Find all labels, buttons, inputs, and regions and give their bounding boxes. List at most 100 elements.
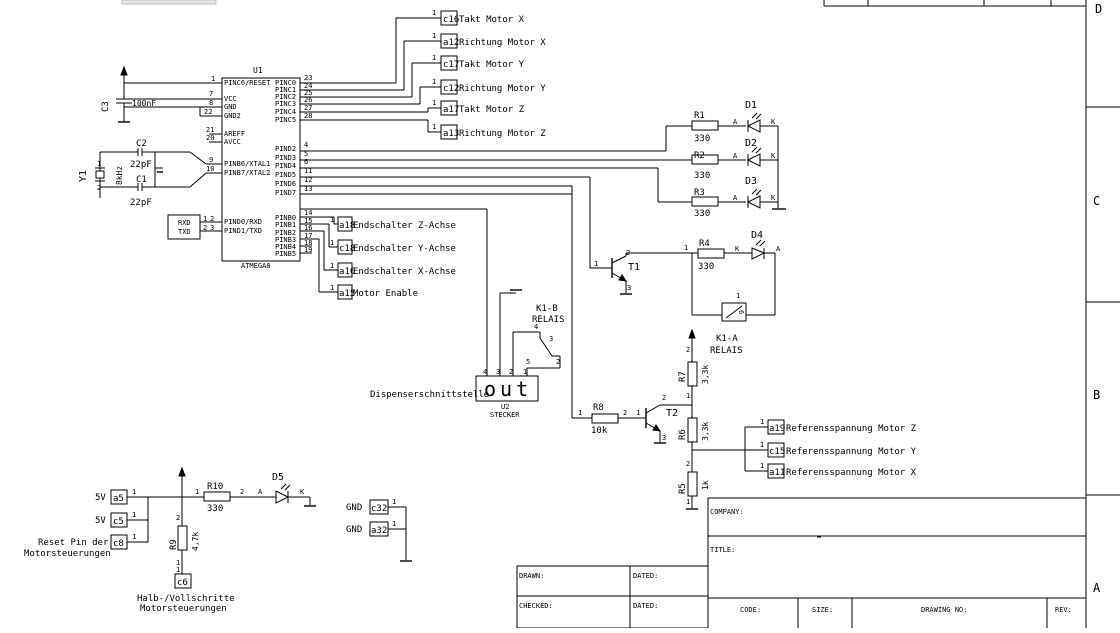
pin-num: 1 [686,392,690,400]
pin-name: PINB6/XTAL1 [224,160,270,168]
connector-label: Referensspannung Motor Z [786,424,917,434]
y1-value: 8kHz [115,166,124,185]
r1-resistor [691,120,719,131]
connector-endschalter-x: a16 Endschalter X-Achse [337,262,456,278]
connector-ref: c16 [443,15,459,25]
mcu-part: ATMEGA8 [241,262,271,270]
pin-num: 3 [210,224,214,232]
pin-num: 1 [760,441,764,449]
zone-a: A [1093,581,1101,595]
pin-num: 1 [760,418,764,426]
vcc-arrow-icon [178,466,186,477]
t1-ref: T1 [628,262,640,273]
pin-name: PINB1 [275,221,296,229]
connector-ref: c32 [371,504,387,514]
pin-num: 12 [304,176,312,184]
u2-type: STECKER [490,411,520,419]
dated-label: DATED: [633,602,658,610]
pin-num: 11 [304,167,312,175]
d3-ref: D3 [745,176,757,187]
zone-c: C [1093,194,1100,208]
size-label: SIZE: [812,606,833,614]
pin-name: PIND6 [275,180,296,188]
connector-ref: a16 [339,267,355,277]
r6-value: 3,3k [701,422,710,441]
connector-richtung-x: a12 Richtung Motor X [440,33,546,49]
pin-label: A [776,245,781,253]
pin-num: 3 [496,368,500,376]
pin-num: 27 [304,104,312,112]
pin-num: 26 [304,96,312,104]
pin-label: A [733,194,738,202]
r2-value: 330 [694,171,710,181]
connector-label: Takt Motor Z [459,105,525,115]
u2-logo: out [484,377,532,401]
pin-name: PINC4 [275,108,296,116]
u2-plug [475,375,539,402]
connector-label: Referensspannung Motor Y [786,447,917,457]
pin-num: 1 [330,216,334,224]
pin-label: K [735,245,740,253]
pin-num: 21 [206,126,214,134]
r4-resistor [697,248,725,259]
r8-value: 10k [591,426,608,436]
connector-label: Richtung Motor X [459,38,546,48]
connector-c6 [174,573,192,589]
txd-label: TXD [178,228,191,236]
title-label: TITLE: [710,546,735,554]
pin-name: PINC2 [275,93,296,101]
pin-num: 1 [432,99,436,107]
pin-num: 1 [132,488,136,496]
r6-ref: R6 [678,429,688,440]
pin-name: AREFF [224,130,245,138]
connector-ref: a12 [443,38,459,48]
connector-ref: c6 [177,578,188,588]
pin-name: PIND1/TXD [224,227,262,235]
connector-ref: a13 [443,129,459,139]
pin-num: 9 [209,156,213,164]
gnd-connectors: GND c32 GND a32 1 1 [346,498,412,562]
pin-label: K [300,488,305,496]
window-fragment [121,0,217,5]
dispenser-label: Dispenserschnittstelle [370,390,489,400]
connector-takt-y: c17 Takt Motor Y [440,55,525,71]
connector-label: Richtung Motor Z [459,129,546,139]
pin-num: 8 [209,99,213,107]
pin-name: AVCC [224,138,241,146]
pin-num: 1 [432,123,436,131]
c2-value: 22pF [130,160,152,170]
pin-num: 10 [206,165,214,173]
crystal-body [95,170,105,179]
pin-num: 28 [304,112,312,120]
pin-num: 15 [304,217,312,225]
vcc-arrow-icon [120,65,128,76]
pin-num: 1 [97,160,101,168]
pin-label: K [771,152,776,160]
u2-ref: U2 [501,403,509,411]
connector-ref: a32 [371,526,387,536]
pin-name: VCC [224,95,237,103]
d5-ref: D5 [272,472,284,483]
r10-resistor [203,491,231,502]
r2-ref: R2 [694,151,705,161]
c3-value: 100nF [132,99,156,108]
pin-num: 1 [684,244,688,252]
c2-ref: C2 [136,139,147,149]
pin-num: 1 [432,78,436,86]
pin-num: 2 [203,224,207,232]
pin-num: 2 [509,368,513,376]
pin-num: 25 [304,89,312,97]
pin-num: 5 [304,150,308,158]
d1-ref: D1 [745,100,757,111]
led-d3-icon [746,195,761,209]
led-indicators: R1 330 R2 330 R3 330 D1 A K D2 A K D3 A … [300,100,786,219]
zone-d: D [1095,2,1102,16]
pin-num: 1 [330,239,334,247]
relay-driver: T1 1 2 3 R4 330 1 D4 K A 1 6 K1-A RELAIS [300,176,781,356]
pin-name: PINB5 [275,250,296,258]
r8-ref: R8 [593,403,604,413]
pin-name: PIND2 [275,145,296,153]
pin-num: 2 [686,460,690,468]
mcu-u1: U1 ATMEGA8 PINC6/RESET VCC GND GND2 AREF… [204,66,312,270]
k1b-ref: K1-B [536,304,558,314]
